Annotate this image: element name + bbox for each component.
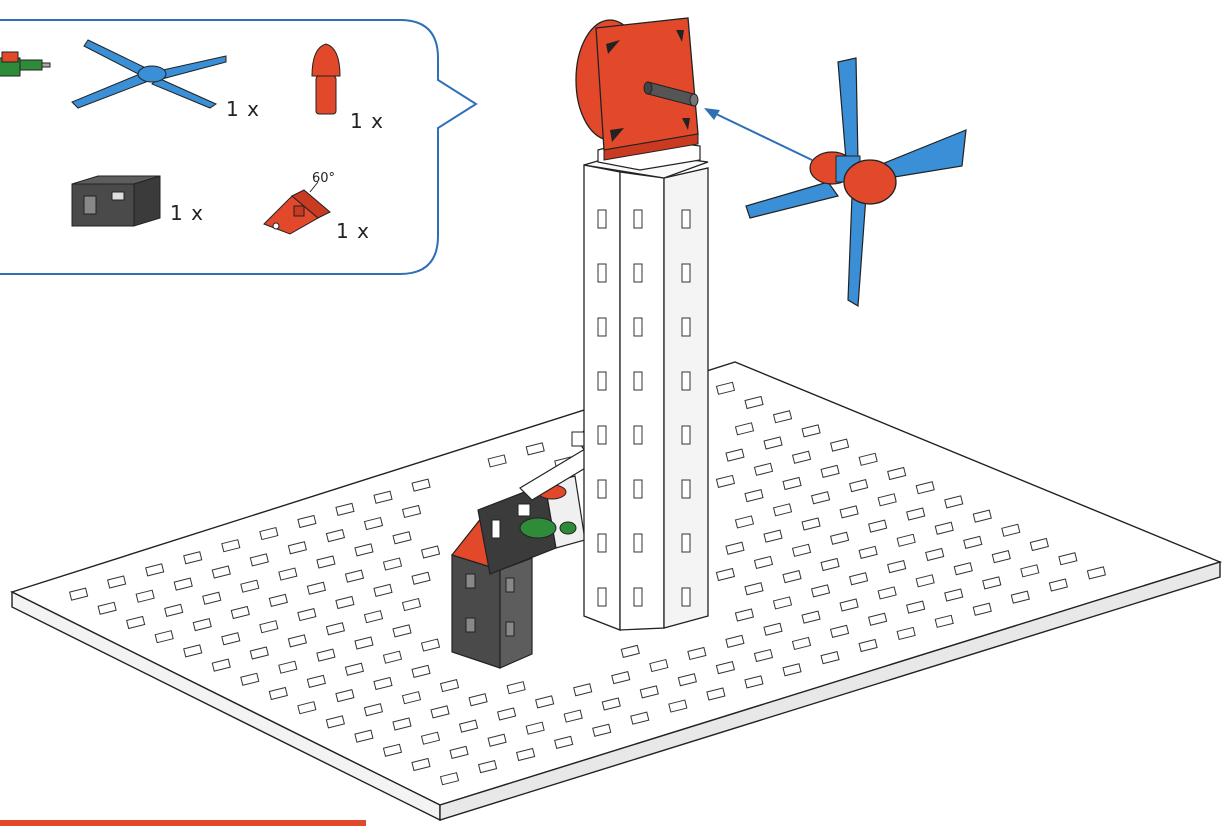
tower-slot (634, 372, 642, 390)
gray-block-qty: 1 x (170, 201, 204, 225)
propeller-blade-left (746, 182, 838, 218)
tower (584, 138, 708, 630)
tower-slot (598, 264, 606, 282)
parts-callout: 1 x 1 x 1 x 60° 1 x (0, 20, 476, 274)
tower-slot (682, 318, 690, 336)
propeller-cone (844, 160, 896, 204)
tower-side-face (664, 168, 708, 628)
tower-slot (598, 210, 606, 228)
tower-slot (682, 534, 690, 552)
propeller (746, 58, 966, 306)
tower-slot (598, 372, 606, 390)
tower-slot (682, 264, 690, 282)
cone-qty: 1 x (350, 109, 384, 133)
tower-slot (682, 372, 690, 390)
tower-slot (634, 588, 642, 606)
tower-slot (682, 426, 690, 444)
assembly-arrow (712, 112, 812, 160)
tower-slot (634, 264, 642, 282)
tower-slot (598, 588, 606, 606)
tower-slot (634, 210, 642, 228)
tower-slot (682, 480, 690, 498)
callout-bubble (0, 20, 476, 274)
tower-slot (598, 534, 606, 552)
propeller-qty: 1 x (226, 97, 260, 121)
tower-slot (634, 318, 642, 336)
tower-front-face (584, 165, 620, 630)
tower-slot (682, 588, 690, 606)
tower-slot (634, 426, 642, 444)
tower-slot (634, 480, 642, 498)
generator-hub (576, 18, 698, 160)
propeller-blade-top (838, 58, 858, 160)
tower-slot (598, 318, 606, 336)
green-plug (520, 518, 556, 538)
tower-slot (598, 480, 606, 498)
angle-block-qty: 1 x (336, 219, 370, 243)
gray-block-side (500, 558, 532, 668)
angle-label: 60° (312, 171, 335, 186)
tower-slot (682, 210, 690, 228)
tower-slot (598, 426, 606, 444)
red-accent-strip (0, 820, 366, 826)
propeller-blade-bottom (848, 196, 866, 306)
tower-slot (634, 534, 642, 552)
